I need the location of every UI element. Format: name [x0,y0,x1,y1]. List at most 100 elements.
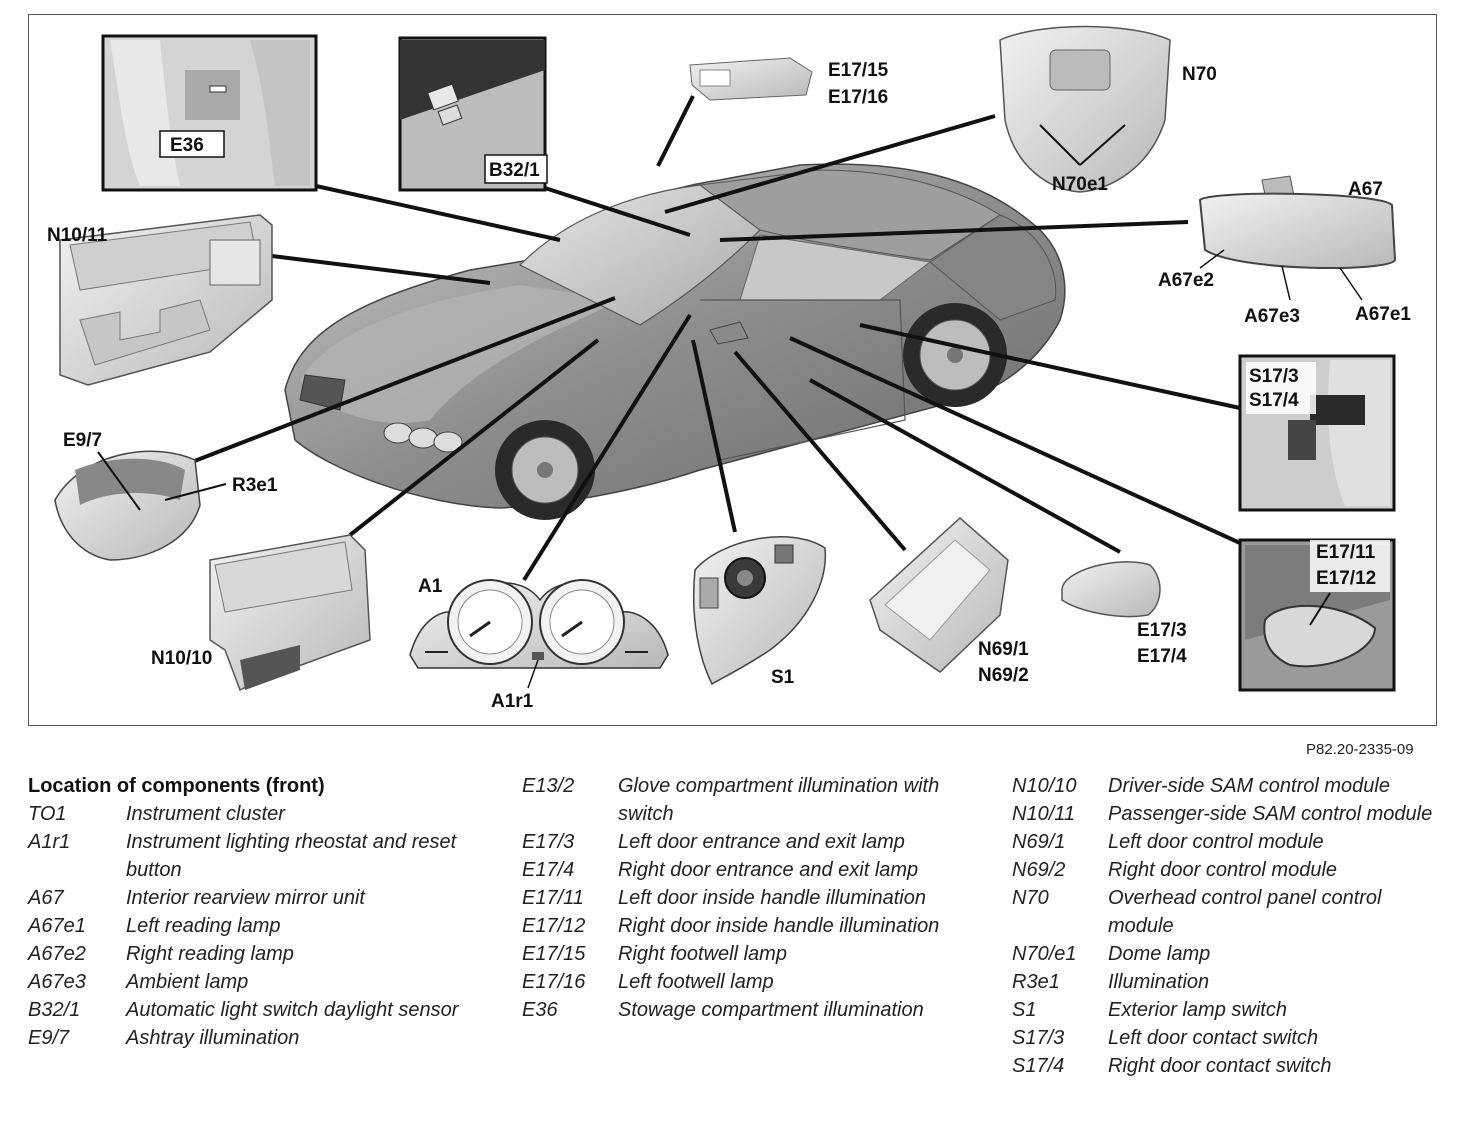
legend-code: N10/11 [1012,803,1076,825]
label-s1: S1 [771,667,795,688]
legend-code: TO1 [28,803,67,825]
legend-row: N10/11 Passenger-side SAM control module [1012,800,1452,828]
legend-row: A67e1 Left reading lamp [28,912,498,940]
label-n70: N70 [1182,64,1217,85]
legend-code: A67e3 [28,971,86,993]
legend-description: Overhead control panel control module [1108,887,1382,937]
legend-description: Passenger-side SAM control module [1108,803,1433,825]
label-a67e2: A67e2 [1158,270,1214,291]
e17-11-door-handle-inset [1238,538,1396,692]
label-e17-11: E17/11 [1316,542,1376,563]
legend-description: Left door inside handle illumination [618,887,926,909]
legend-code: A1r1 [28,831,71,853]
legend-description: Exterior lamp switch [1108,999,1287,1021]
label-e17-16: E17/16 [828,87,888,108]
component-location-diagram: E36 B32/1 E17/15 E17/16 N70 N70e1 A67 A6… [47,25,1411,712]
legend-description: Instrument lighting rheostat and reset b… [126,831,457,881]
legend-code: N69/1 [1012,831,1066,853]
legend-row: S17/3 Left door contact switch [1012,1024,1452,1052]
legend-description: Dome lamp [1108,943,1211,965]
label-e17-4: E17/4 [1137,646,1187,667]
n69-door-control-module-part [869,516,1009,673]
legend-row: S1 Exterior lamp switch [1012,996,1452,1024]
legend-description: Left reading lamp [126,915,281,937]
legend-row: N70/e1 Dome lamp [1012,940,1452,968]
legend-code: E17/4 [522,859,575,881]
legend-description: Left door control module [1108,831,1324,853]
legend-code: N69/2 [1012,859,1066,881]
legend-row: A67 Interior rearview mirror unit [28,884,498,912]
leader-lines [191,95,1241,582]
legend-description: Ashtray illumination [126,1027,300,1049]
label-n10-11: N10/11 [47,225,108,246]
label-a67e3: A67e3 [1244,306,1300,327]
label-e17-12: E17/12 [1316,568,1376,589]
legend-code: N70/e1 [1012,943,1077,965]
legend-description: Right footwell lamp [618,943,787,965]
legend-description: Interior rearview mirror unit [126,887,365,909]
figure-reference-number: P82.20-2335-09 [1306,741,1414,758]
label-n10-10: N10/10 [151,648,212,669]
legend-description: Automatic light switch daylight sensor [126,999,459,1021]
footwell-lamp-part [689,57,813,101]
label-e17-3: E17/3 [1137,620,1187,641]
legend-row: E17/11 Left door inside handle illuminati… [522,884,992,912]
legend-row: N69/1 Left door control module [1012,828,1452,856]
legend-code: S1 [1012,999,1037,1021]
legend-description: Right door entrance and exit lamp [618,859,919,881]
b32-1-sensor-inset [398,36,548,192]
label-a67: A67 [1348,179,1383,200]
legend-description: Stowage compartment illumination [618,999,924,1021]
legend-code: S17/3 [1012,1027,1065,1049]
legend-code: N10/10 [1012,775,1077,797]
label-e36: E36 [170,135,204,156]
legend-description: Right door contact switch [1108,1055,1332,1077]
legend-code: A67 [28,887,64,909]
legend-code: N70 [1012,887,1049,909]
legend-description: Right reading lamp [126,943,294,965]
legend-row: A1r1 Instrument lighting rheostat and res… [28,828,498,884]
label-s17-3: S17/3 [1249,366,1299,387]
label-r3e1: R3e1 [232,475,278,496]
n10-11-sam-module-part [59,214,273,386]
legend-code: R3e1 [1012,971,1060,993]
label-n70e1: N70e1 [1052,174,1108,195]
label-s17-4: S17/4 [1249,390,1299,411]
e36-stowage-inset [101,34,318,192]
legend-code: A67e1 [28,915,86,937]
legend-code: E17/3 [522,831,575,853]
legend-code: E17/11 [522,887,584,909]
legend-code: E36 [522,999,558,1021]
legend-description: Left door contact switch [1108,1027,1319,1049]
label-a67e1: A67e1 [1355,304,1411,325]
legend-description: Right door inside handle illumination [618,915,940,937]
legend-title: Location of components (front) [28,775,325,797]
n10-10-sam-module-part [209,534,371,692]
e17-3-entrance-lamp-part [1061,561,1161,618]
label-n69-2: N69/2 [978,665,1029,686]
e9-7-ashtray-part [54,450,227,561]
s1-exterior-lamp-switch-part [692,536,827,686]
legend-code: A67e2 [28,943,86,965]
a1-instrument-cluster-part [409,579,669,689]
legend-row: E36 Stowage compartment illumination [522,996,992,1024]
legend-code: E9/7 [28,1027,70,1049]
a67-rearview-mirror-part [1198,175,1397,301]
legend-row: E9/7 Ashtray illumination [28,1024,498,1052]
label-a1: A1 [418,576,443,597]
legend-description: Glove compartment illumination with swit… [618,775,940,825]
